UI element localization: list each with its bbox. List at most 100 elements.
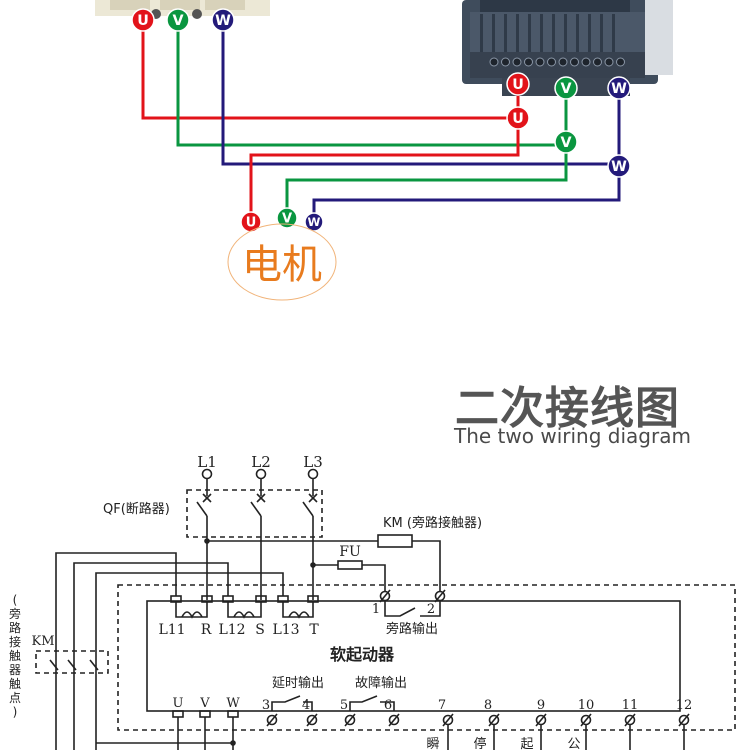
km-side-vertical-char: ( bbox=[13, 593, 18, 607]
screw-terminal bbox=[388, 714, 400, 726]
control-function-label: 瞬 bbox=[426, 737, 439, 750]
secondary-wiring-schematic bbox=[35, 468, 736, 750]
km-side-vertical-char: 旁 bbox=[9, 606, 21, 621]
bypass-term-2: 2 bbox=[427, 602, 435, 617]
fuse bbox=[337, 560, 363, 570]
km-coil bbox=[377, 534, 413, 548]
terminal-slash bbox=[266, 713, 278, 727]
input-terminal-label: R bbox=[201, 622, 212, 638]
delay-contact bbox=[271, 695, 301, 711]
ct-coil bbox=[233, 611, 255, 619]
wire-u-motor bbox=[249, 118, 520, 222]
input-terminal-label: T bbox=[309, 622, 319, 638]
bypass-contact bbox=[420, 601, 441, 617]
screw-terminal bbox=[379, 590, 391, 602]
breaker-terminal: V bbox=[166, 8, 190, 32]
terminal-screw bbox=[501, 57, 510, 67]
phase-badge-v bbox=[166, 8, 190, 32]
phase-badge-w bbox=[607, 76, 631, 100]
phase-badge-v bbox=[554, 76, 578, 100]
device-name: 软起动器 bbox=[330, 645, 395, 664]
terminal-slash bbox=[442, 713, 454, 727]
supply-label-l2: L2 bbox=[251, 453, 271, 471]
wire-v-breaker bbox=[176, 20, 568, 147]
phase-label: W bbox=[215, 13, 231, 29]
ct-coil bbox=[181, 611, 203, 619]
terminal-screw bbox=[558, 57, 568, 67]
output-terminal-block bbox=[199, 710, 211, 718]
wire-u-breaker bbox=[141, 20, 520, 120]
phase-badge-v bbox=[276, 207, 298, 229]
km-side-vertical-char: 点 bbox=[9, 691, 21, 705]
phase-badge-u bbox=[506, 72, 530, 96]
fault-contact bbox=[380, 701, 395, 711]
junction-node: U bbox=[506, 106, 530, 130]
phase-label: U bbox=[137, 13, 149, 29]
ct-coil bbox=[288, 611, 310, 619]
breaker-x bbox=[308, 493, 318, 503]
km-contact-blade bbox=[89, 659, 99, 671]
starter-terminal: W bbox=[607, 76, 631, 100]
breaker-blade bbox=[250, 501, 262, 517]
phase-badge-u bbox=[506, 106, 530, 130]
delay-contact bbox=[303, 701, 313, 711]
phase-label: V bbox=[560, 135, 571, 151]
input-terminal-label: L12 bbox=[218, 622, 245, 638]
km-side-vertical-char: 触 bbox=[9, 649, 21, 663]
terminal-screw bbox=[570, 57, 579, 67]
terminal-screw bbox=[547, 57, 556, 67]
phase-badge-u bbox=[240, 211, 262, 233]
km-side-label: KM bbox=[31, 634, 54, 649]
terminal-slash bbox=[344, 713, 356, 727]
input-terminal-label: S bbox=[255, 622, 265, 638]
screw-terminal bbox=[442, 714, 454, 726]
ct-loop bbox=[282, 602, 314, 618]
fault-contact bbox=[349, 695, 378, 711]
terminal-screw bbox=[616, 57, 625, 67]
screw-terminal bbox=[580, 714, 592, 726]
km-coil-return bbox=[412, 540, 441, 592]
km-side-vertical-char: 路 bbox=[9, 620, 21, 635]
terminal-slash bbox=[306, 713, 318, 727]
terminal-slash bbox=[678, 713, 690, 727]
input-terminal-label: L13 bbox=[272, 622, 299, 638]
terminal-slash bbox=[434, 589, 446, 603]
phase-label: U bbox=[512, 111, 524, 127]
bypass-contact bbox=[384, 601, 416, 617]
bypass-wire-3 bbox=[95, 572, 284, 750]
phase-label: W bbox=[611, 81, 627, 97]
terminal-screw bbox=[489, 57, 499, 67]
screw-terminal bbox=[306, 714, 318, 726]
control-terminal-6: 6 bbox=[384, 698, 392, 713]
km-contact-box bbox=[35, 650, 109, 674]
phase-label: W bbox=[611, 159, 627, 175]
control-function-label: 停 bbox=[473, 736, 486, 750]
junction-node: W bbox=[607, 154, 631, 178]
breaker-blade bbox=[302, 501, 314, 517]
terminal-slash bbox=[535, 713, 547, 727]
terminal-screw bbox=[604, 57, 614, 67]
starter-terminal: V bbox=[554, 76, 578, 100]
phase-label: W bbox=[308, 215, 321, 229]
supply-terminal bbox=[255, 468, 267, 480]
qf-label: QF(断路器) bbox=[103, 501, 170, 517]
bypass-output-label: 旁路输出 bbox=[386, 621, 438, 637]
output-terminal-block bbox=[172, 710, 184, 718]
control-terminal-12: 12 bbox=[676, 698, 693, 713]
screw-terminal bbox=[434, 590, 446, 602]
km-contact-blade bbox=[49, 659, 59, 671]
breaker-x bbox=[256, 493, 266, 503]
control-terminal-3: 3 bbox=[262, 698, 270, 713]
wire-v-motor bbox=[285, 145, 568, 218]
screw-terminal bbox=[488, 714, 500, 726]
km-side-vertical-char: 器 bbox=[9, 663, 21, 677]
terminal-screw bbox=[512, 57, 522, 67]
phase-label: V bbox=[560, 81, 571, 97]
fault-output-label: 故障输出 bbox=[355, 675, 407, 691]
control-terminal-5: 5 bbox=[340, 698, 348, 713]
control-terminal-11: 11 bbox=[622, 698, 639, 713]
output-terminal-label: V bbox=[199, 696, 210, 711]
starter-enclosure bbox=[117, 584, 736, 731]
soft-starter-body bbox=[146, 600, 681, 712]
